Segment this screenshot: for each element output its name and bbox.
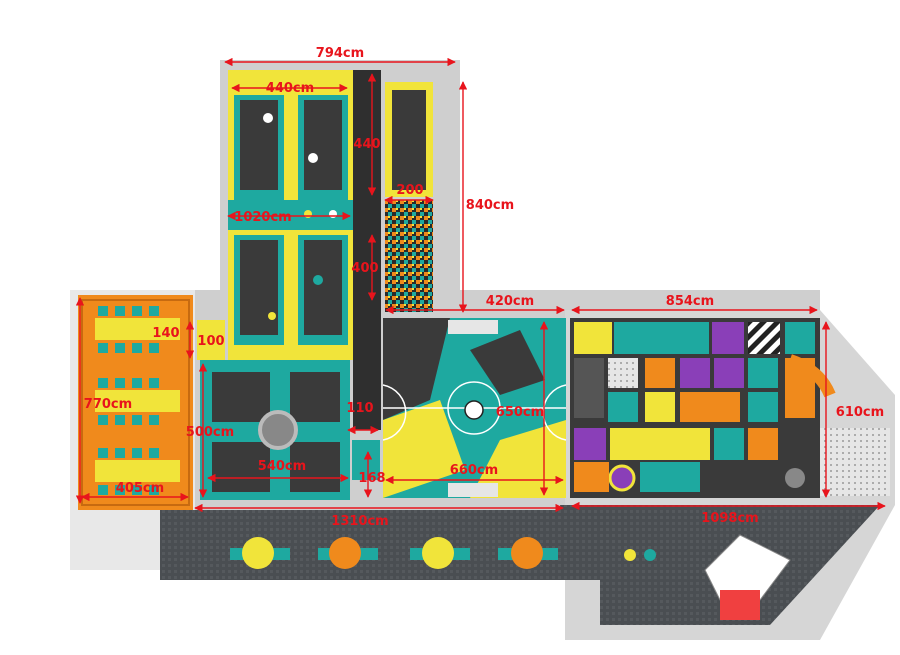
dim-lower-area-width: 540cm [258,459,306,474]
party-tables [95,318,180,482]
dimension-labels: 794cm 440cm 440 200 840cm 1020cm 400 420… [84,46,884,529]
dim-upper-trampoline-height: 440 [353,137,380,152]
dim-trampoline-total: 1020cm [234,210,291,225]
dim-side-gap: 110 [346,401,373,416]
lounge-tables [230,537,656,569]
dim-party-height: 770cm [84,397,132,412]
dim-top-width: 794cm [316,46,364,61]
tall-trampoline-lane [385,82,433,197]
dim-tower-height: 840cm [466,198,514,213]
dim-right-floor-width: 1098cm [701,511,758,526]
foam-pit [385,200,433,312]
party-chairs [98,306,159,495]
dim-floor-width: 1310cm [331,514,388,529]
dim-playground-height: 610cm [836,405,884,420]
dim-playground-width: 854cm [666,294,714,309]
party-room [78,295,193,510]
dim-lower-area-height: 500cm [186,425,234,440]
dim-court-width: 420cm [486,294,534,309]
dim-small-gap: 100 [197,334,224,349]
tower-walkway [353,70,381,430]
dim-pit-width: 200 [396,183,423,198]
dim-court-height: 650cm [496,405,544,420]
dimension-lines [75,57,886,513]
sports-court [382,318,567,498]
dim-lower-trampoline-height: 400 [351,261,378,276]
soft-playground [570,318,890,498]
dim-party-width: 405cm [116,481,164,496]
dim-strip-height: 168 [358,471,385,486]
dim-court-lower-width: 660cm [450,463,498,478]
dim-upper-trampoline-width: 440cm [266,81,314,96]
reception-counter [704,534,791,620]
dim-party-gap: 140 [152,326,179,341]
